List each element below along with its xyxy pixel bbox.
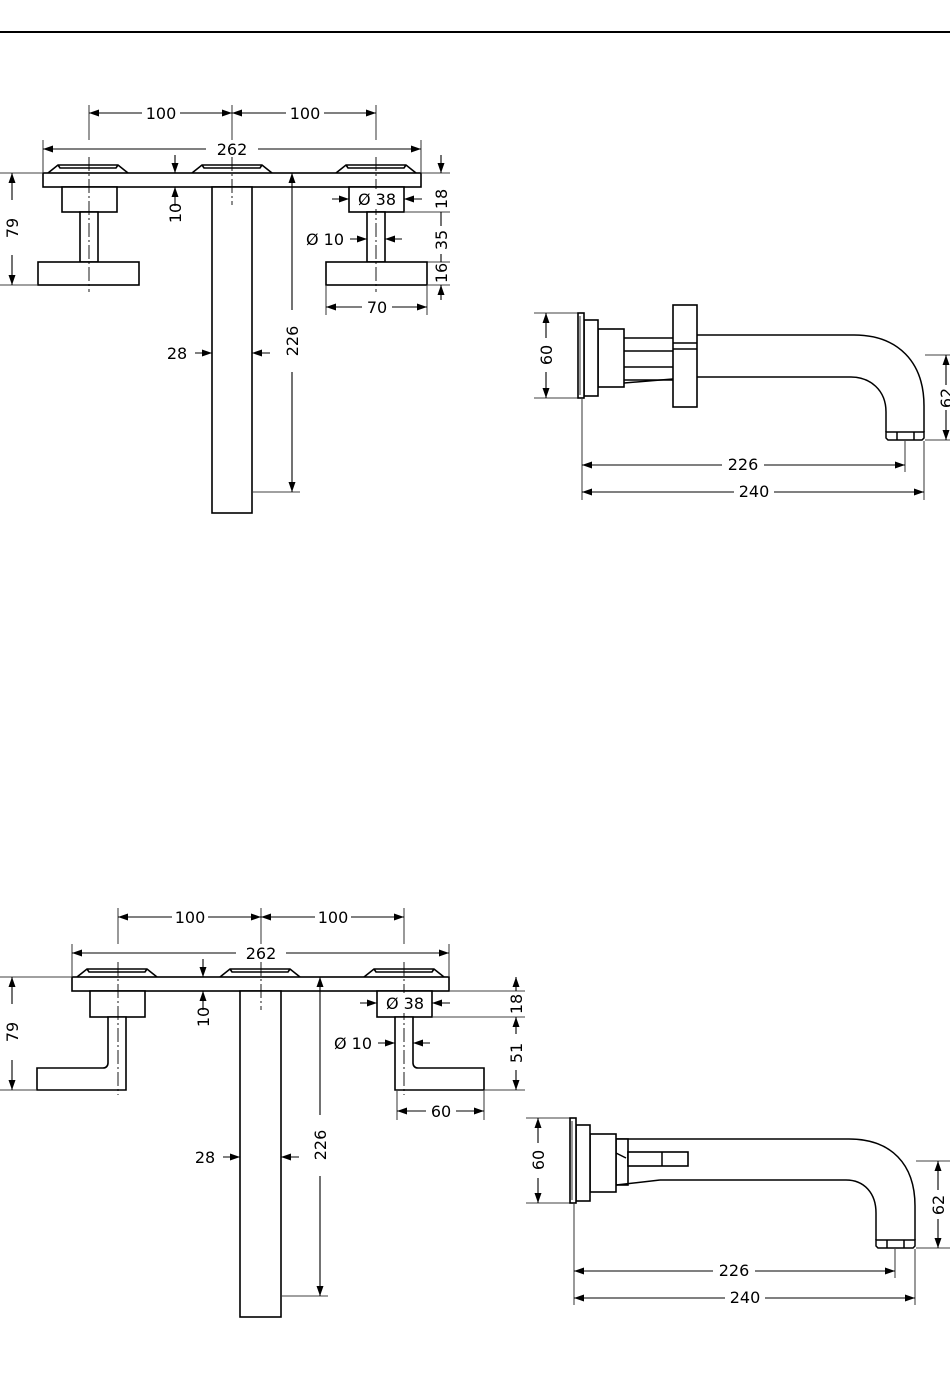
lever-handle-side-view: 60 62 226 240 xyxy=(526,1118,950,1307)
dim-plate-thickness: 10 xyxy=(166,203,185,223)
lever-handle-right xyxy=(395,1017,484,1090)
lever-handle-front-view: 100 100 262 79 10 28 226 Ø 38 Ø 10 18 51… xyxy=(0,908,526,1317)
dim-plate-width: 262 xyxy=(217,140,248,159)
dim-stem-length: 35 xyxy=(432,230,451,250)
dim-plate-thickness: 10 xyxy=(194,1007,213,1027)
dim-spacing-right: 100 xyxy=(290,104,321,123)
dim-side-spout-drop: 62 xyxy=(937,388,950,408)
dim-plate-width: 262 xyxy=(246,944,277,963)
cross-handle-side-view: 60 62 226 240 xyxy=(534,305,950,501)
dim-stem-diameter: Ø 10 xyxy=(334,1034,372,1053)
dim-lever-length: 60 xyxy=(431,1102,451,1121)
dim-side-spout-drop: 62 xyxy=(929,1195,948,1215)
lever-handle-left xyxy=(37,1017,126,1090)
dim-lever-height: 51 xyxy=(507,1043,526,1063)
cross-handle-right xyxy=(326,262,427,285)
dim-side-plate-height: 60 xyxy=(537,345,556,365)
dim-side-total-length: 240 xyxy=(739,482,770,501)
dim-spacing-left: 100 xyxy=(175,908,206,927)
dim-handle-base-height: 18 xyxy=(432,189,451,209)
dim-handle-thickness: 16 xyxy=(432,263,451,283)
dim-side-plate-height: 60 xyxy=(529,1150,548,1170)
dim-handle-base-height: 18 xyxy=(507,994,526,1014)
dim-handle-base-diameter: Ø 38 xyxy=(358,190,396,209)
dim-stem-diameter: Ø 10 xyxy=(306,230,344,249)
dim-overall-height: 79 xyxy=(3,1022,22,1042)
spout xyxy=(212,187,252,513)
dim-spacing-right: 100 xyxy=(318,908,349,927)
spout-side xyxy=(697,335,924,432)
dim-handle-width: 70 xyxy=(367,298,387,317)
dim-handle-base-diameter: Ø 38 xyxy=(386,994,424,1013)
cross-handle-front-view: 100 100 262 79 10 28 226 Ø 38 Ø 10 18 35… xyxy=(0,104,451,513)
dim-spacing-left: 100 xyxy=(146,104,177,123)
wall-plate xyxy=(72,977,449,991)
dim-spout-width: 28 xyxy=(167,344,187,363)
spout xyxy=(240,991,281,1317)
cross-handle-left xyxy=(38,262,139,285)
dim-side-total-length: 240 xyxy=(730,1288,761,1307)
dim-spout-width: 28 xyxy=(195,1148,215,1167)
dim-spout-projection: 226 xyxy=(283,326,302,357)
dim-side-outlet-distance: 226 xyxy=(719,1261,750,1280)
dim-side-outlet-distance: 226 xyxy=(728,455,759,474)
dim-overall-height: 79 xyxy=(3,218,22,238)
dim-spout-projection: 226 xyxy=(311,1130,330,1161)
